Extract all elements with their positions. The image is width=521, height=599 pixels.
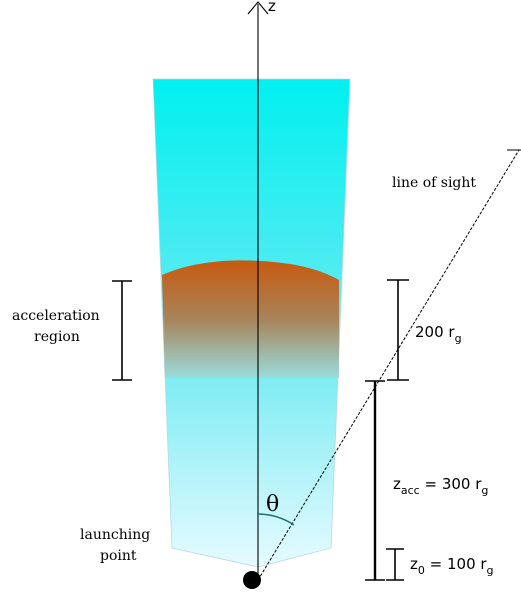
launching-point-label-line2: point [100, 548, 137, 564]
z-acc-bracket [365, 380, 385, 581]
launching-point-label-line1: launching [80, 527, 150, 543]
z-acc-label: zacc = 300 rg [393, 475, 488, 497]
z-axis-label: z [268, 0, 276, 15]
line-of-sight [257, 149, 520, 581]
acceleration-region-label-line1: acceleration [12, 308, 100, 324]
angle-theta: θ [266, 492, 279, 517]
z0-bracket [386, 548, 404, 581]
acceleration-region-bracket [112, 280, 132, 381]
angle-arc [257, 513, 295, 526]
z0-label: z0 = 100 rg [410, 555, 494, 577]
acceleration-region [162, 260, 339, 378]
z-axis-arrow [247, 1, 269, 15]
acceleration-region-label-line2: region [34, 329, 80, 345]
launching-point-dot [243, 571, 261, 589]
region-height-bracket [387, 279, 409, 381]
line-of-sight-label: line of sight [392, 175, 476, 191]
region-height-label: 200 rg [415, 323, 462, 345]
